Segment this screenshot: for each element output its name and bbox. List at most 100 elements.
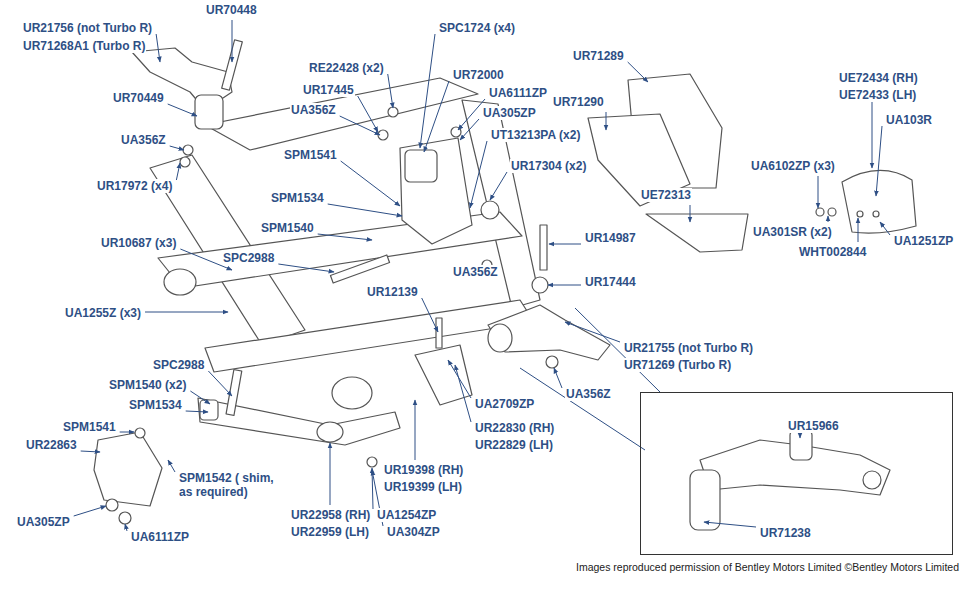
leader-line: [818, 176, 819, 208]
bushing: [532, 277, 548, 293]
leader-line: [232, 20, 233, 62]
leader-line: [554, 368, 562, 388]
leader-line: [628, 62, 648, 82]
lower-right-arm: [488, 305, 610, 360]
part-number: UR10687 (x3): [100, 236, 177, 250]
part-number: UR19399 (LH): [383, 480, 463, 494]
part-number: UR70449: [112, 91, 165, 105]
leader-line: [565, 322, 620, 342]
mount-bracket: [94, 432, 162, 506]
part-number: UR21756 (not Turbo R): [22, 21, 153, 35]
bushing: [405, 150, 437, 182]
part-number: UR71268A1 (Turbo R): [22, 39, 146, 53]
part-number: UE72433 (LH): [838, 88, 917, 102]
cover: [842, 170, 916, 233]
part-number: UA6111ZP: [130, 530, 190, 544]
leader-line: [341, 161, 400, 206]
leader-line: [168, 460, 175, 472]
part-number: UA1251ZP: [893, 234, 954, 248]
leader-line: [176, 163, 180, 180]
part-number: RE22428 (x2): [308, 61, 385, 75]
leader-line: [156, 34, 160, 62]
part-number: UR17304 (x2): [510, 159, 587, 173]
part-number: UR14987: [584, 231, 637, 245]
part-number: UR21755 (not Turbo R): [623, 341, 754, 355]
leader-line: [145, 312, 228, 313]
part-number: UT13213PA (x2): [490, 128, 581, 142]
shield-plate: [646, 214, 748, 252]
part-number: SPM1540: [260, 221, 315, 235]
leader-line: [125, 524, 127, 531]
nut: [183, 145, 193, 155]
leader-line: [278, 264, 334, 272]
part-number: UA356Z: [290, 103, 337, 117]
leader-line: [120, 432, 134, 433]
part-number: SPM1540 (x2): [108, 378, 187, 392]
part-number: UA1255Z (x3): [64, 306, 142, 320]
part-number: UR22958 (RH): [290, 508, 371, 522]
leader-line: [170, 146, 184, 150]
part-number: SPM1541: [283, 148, 338, 162]
part-number: UA356Z: [452, 265, 499, 279]
leader-line: [858, 218, 859, 242]
leader-line: [690, 205, 691, 222]
part-number: UA6111ZP: [488, 86, 548, 100]
bolt: [857, 211, 863, 217]
part-number: UA305ZP: [16, 515, 71, 529]
washer: [135, 428, 145, 438]
nut: [106, 499, 118, 511]
bolt: [330, 255, 389, 283]
leader-line: [800, 436, 801, 438]
leader-line: [168, 104, 197, 116]
part-number: UA1254ZP: [376, 508, 437, 522]
inset-eye: [863, 471, 881, 489]
part-number: UR15966: [787, 419, 840, 433]
leader-line: [318, 234, 372, 240]
part-number: UR19398 (RH): [383, 463, 464, 477]
bolt: [873, 211, 879, 217]
leader-line: [470, 141, 487, 208]
leader-line: [190, 391, 210, 404]
part-number: UR17444: [584, 275, 637, 289]
leader-line: [460, 119, 479, 140]
part-number: UA356Z: [120, 133, 167, 147]
centre-mount: [400, 138, 472, 244]
washer: [119, 512, 131, 524]
part-number: WHT002844: [798, 245, 867, 259]
inset-bush: [790, 430, 812, 460]
part-number: SPC2988: [152, 358, 205, 372]
leader-line: [876, 126, 882, 196]
nut: [546, 356, 558, 368]
leader-line: [490, 172, 507, 200]
leader-line: [328, 204, 402, 216]
inset-box: UR15966UR71238: [640, 392, 953, 555]
leader-line: [455, 365, 471, 422]
part-number: UR71290: [552, 95, 605, 109]
part-number: UR70448: [205, 3, 258, 17]
leader-line: [458, 99, 485, 130]
part-number: UR72000: [452, 68, 505, 82]
part-number: UR17972 (x4): [96, 179, 173, 193]
leader-line: [340, 116, 380, 135]
part-number: SPC1724 (x4): [438, 21, 516, 35]
leader-line: [74, 506, 106, 516]
part-number: UA356Z: [565, 387, 612, 401]
leader-line: [358, 96, 378, 132]
part-number: UA301SR (x2): [752, 225, 833, 239]
part-number: SPM1542 ( shim, as required): [178, 471, 282, 499]
leader-line: [606, 112, 607, 130]
copyright-note: Images reproduced permission of Bentley …: [575, 560, 960, 574]
part-number: UR22830 (RH): [474, 421, 555, 435]
lower-crossmember: [205, 300, 534, 372]
part-number: UA6102ZP (x3): [750, 159, 836, 173]
washer: [828, 208, 836, 216]
leader-line: [828, 216, 829, 222]
part-number: UA2709ZP: [474, 397, 535, 411]
frame-boss: [164, 269, 196, 295]
leader-line: [186, 411, 208, 412]
mount-rubber: [481, 201, 499, 219]
part-number: UR71238: [759, 526, 812, 540]
part-number: UR22959 (LH): [290, 525, 370, 539]
